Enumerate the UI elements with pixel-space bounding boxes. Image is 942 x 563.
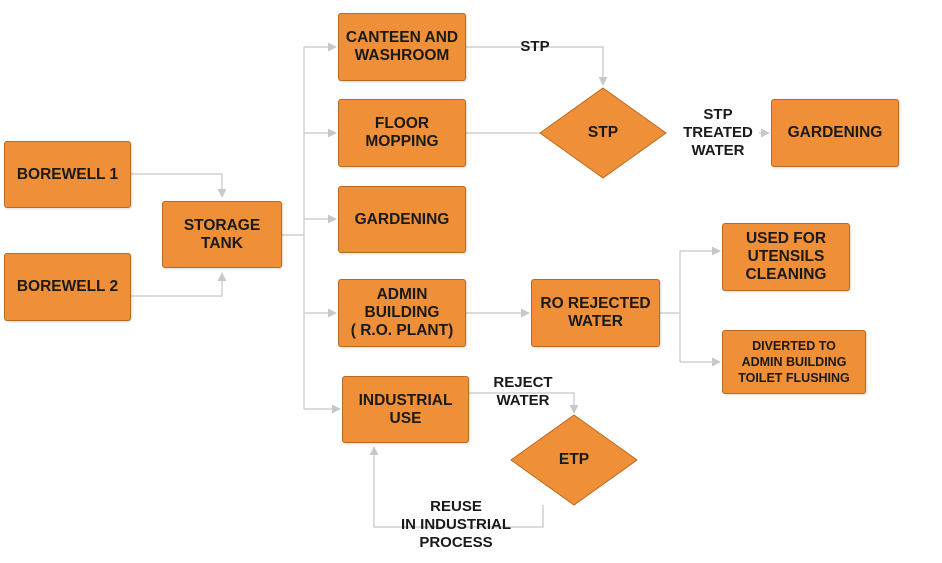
storage-tank-box: STORAGE TANK — [162, 201, 282, 268]
admin-building-box: ADMIN BUILDING ( R.O. PLANT) — [338, 279, 466, 347]
connector-borewell2-storage — [131, 272, 227, 297]
borewell-1-box: BOREWELL 1 — [4, 141, 131, 208]
stp-diamond — [539, 87, 667, 179]
connector-industrial-etp — [469, 392, 579, 414]
stp-top-label: STP — [520, 38, 550, 55]
floor-mopping-box: FLOOR MOPPING — [338, 99, 466, 167]
stp-treated-water-label: STP TREATED WATER — [683, 106, 753, 159]
borewell-2-box: BOREWELL 2 — [4, 253, 131, 321]
stp-label: STP — [587, 124, 619, 141]
connector-borewell1-storage — [131, 173, 227, 198]
connector-etp-reuse — [369, 446, 544, 528]
utensils-cleaning-box: USED FOR UTENSILS CLEANING — [722, 223, 850, 291]
gardening-mid-box: GARDENING — [338, 186, 466, 253]
gardening-right-box: GARDENING — [771, 99, 899, 167]
etp-diamond — [510, 414, 638, 506]
diverted-admin-box: DIVERTED TO ADMIN BUILDING TOILET FLUSHI… — [722, 330, 866, 394]
etp-label: ETP — [558, 451, 590, 468]
reuse-industrial-label: REUSE IN INDUSTRIAL PROCESS — [401, 498, 511, 551]
canteen-washroom-box: CANTEEN AND WASHROOM — [338, 13, 466, 81]
reject-water-label: REJECT WATER — [493, 374, 553, 409]
ro-rejected-water-box: RO REJECTED WATER — [531, 279, 660, 347]
industrial-use-box: INDUSTRIAL USE — [342, 376, 469, 443]
connector-canteen-stp — [466, 46, 608, 86]
